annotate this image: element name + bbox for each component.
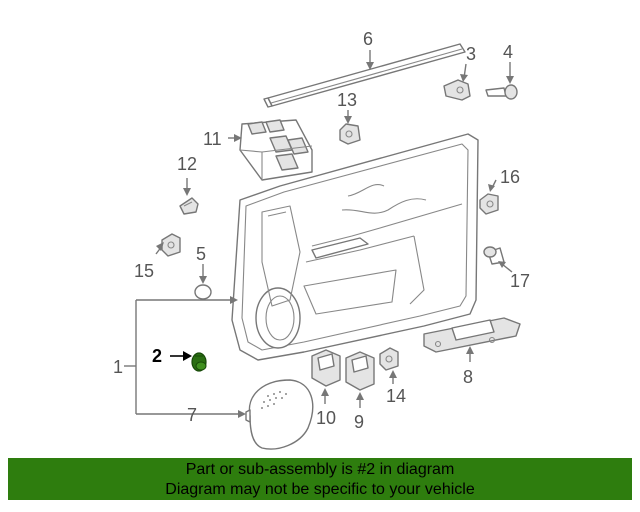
callout-14: 14: [386, 386, 406, 406]
callout-5: 5: [196, 244, 206, 264]
assembly-bracket: [124, 296, 246, 418]
part-10-switch: [311, 349, 341, 387]
part-6-weatherstrip: [263, 43, 466, 108]
callout-7: 7: [187, 405, 197, 425]
door-trim-panel: [231, 133, 479, 361]
part-11-master-switch: [239, 119, 313, 181]
banner-line-1: Part or sub-assembly is #2 in diagram: [185, 461, 455, 478]
part-12-bracket: [179, 197, 199, 215]
callout-3: 3: [466, 44, 476, 64]
part-3-clip: [443, 79, 471, 101]
callout-11: 11: [203, 129, 222, 149]
callout-1: 1: [113, 357, 123, 377]
callout-12: 12: [177, 154, 197, 174]
callout-6: 6: [363, 29, 373, 49]
door-trim-parts-diagram: 6 3 4 13 11 12: [113, 29, 530, 450]
part-17-screw: [483, 246, 505, 265]
callout-15: 15: [134, 261, 154, 281]
part-4-screw: [485, 84, 518, 100]
part-9-switch: [345, 351, 375, 391]
callout-9: 9: [354, 412, 364, 432]
part-14-clip: [379, 347, 399, 371]
part-5-cap: [194, 284, 212, 300]
callout-2: 2: [152, 346, 162, 366]
banner-line-2: Diagram may not be specific to your vehi…: [165, 481, 475, 498]
part-7-speaker-cover: [245, 379, 314, 450]
callout-13: 13: [337, 90, 357, 110]
callout-17: 17: [510, 271, 530, 291]
part-13-clip: [339, 123, 361, 145]
part-16-clip: [479, 193, 499, 215]
part-15-clip: [161, 233, 181, 257]
part-8-switch-bezel: [423, 317, 521, 353]
callout-16: 16: [500, 167, 520, 187]
part-2-clip-highlighted: [191, 352, 207, 372]
notice-banner: Part or sub-assembly is #2 in diagram Di…: [8, 458, 632, 500]
callout-4: 4: [503, 42, 513, 62]
callout-10: 10: [316, 408, 336, 428]
callout-8: 8: [463, 367, 473, 387]
